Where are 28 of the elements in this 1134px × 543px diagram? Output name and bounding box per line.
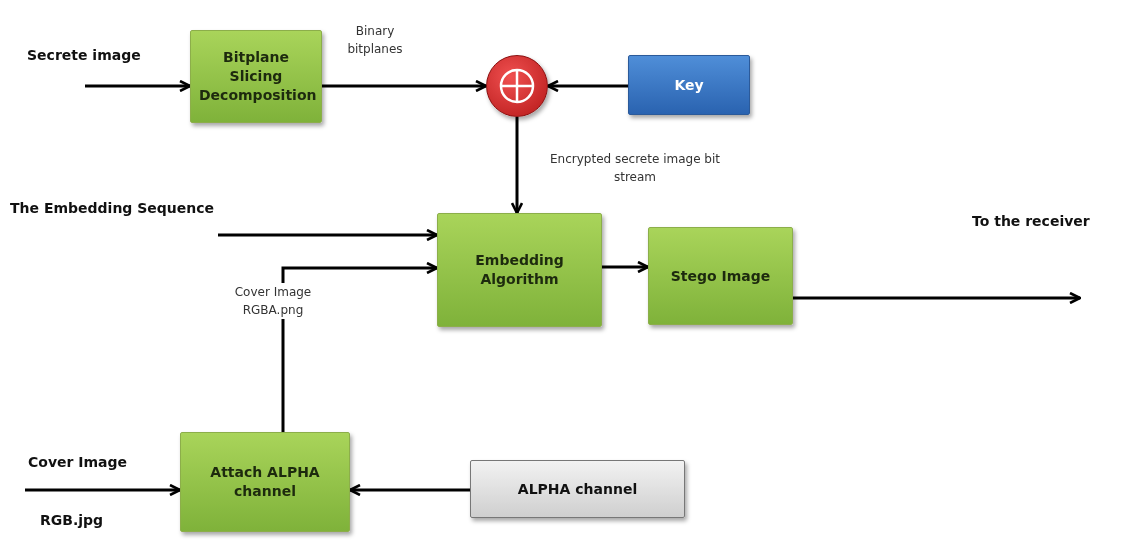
process-box bbox=[190, 30, 322, 123]
input-label: The Embedding Sequence bbox=[10, 200, 215, 216]
arrow bbox=[322, 79, 488, 93]
box-label: Key bbox=[673, 75, 705, 95]
box-label: Stego Image bbox=[669, 266, 772, 286]
input-label: Cover Image bbox=[28, 454, 128, 470]
input-label: RGB.jpg bbox=[40, 512, 104, 528]
process-box bbox=[180, 432, 350, 532]
arrow bbox=[348, 483, 470, 497]
key-box bbox=[628, 55, 750, 115]
arrow bbox=[602, 260, 650, 274]
arrow bbox=[218, 228, 439, 242]
arrow bbox=[281, 261, 439, 432]
arrow bbox=[546, 79, 628, 93]
arrow bbox=[85, 79, 192, 93]
box-label: ALPHA channel bbox=[516, 479, 639, 499]
process-box bbox=[437, 213, 602, 327]
arrow bbox=[510, 117, 524, 215]
box-label: Embedding Algorithm bbox=[474, 251, 565, 289]
box-label: Bitplane Slicing Decomposition bbox=[198, 48, 315, 105]
box-label: Attach ALPHA channel bbox=[209, 463, 321, 501]
process-box bbox=[648, 227, 793, 325]
input-label: To the receiver bbox=[972, 213, 1090, 229]
xor-circle bbox=[486, 55, 548, 117]
input-box bbox=[470, 460, 685, 518]
arrow bbox=[25, 483, 182, 497]
input-label: Secrete image bbox=[27, 47, 141, 63]
arrow bbox=[793, 291, 1082, 305]
